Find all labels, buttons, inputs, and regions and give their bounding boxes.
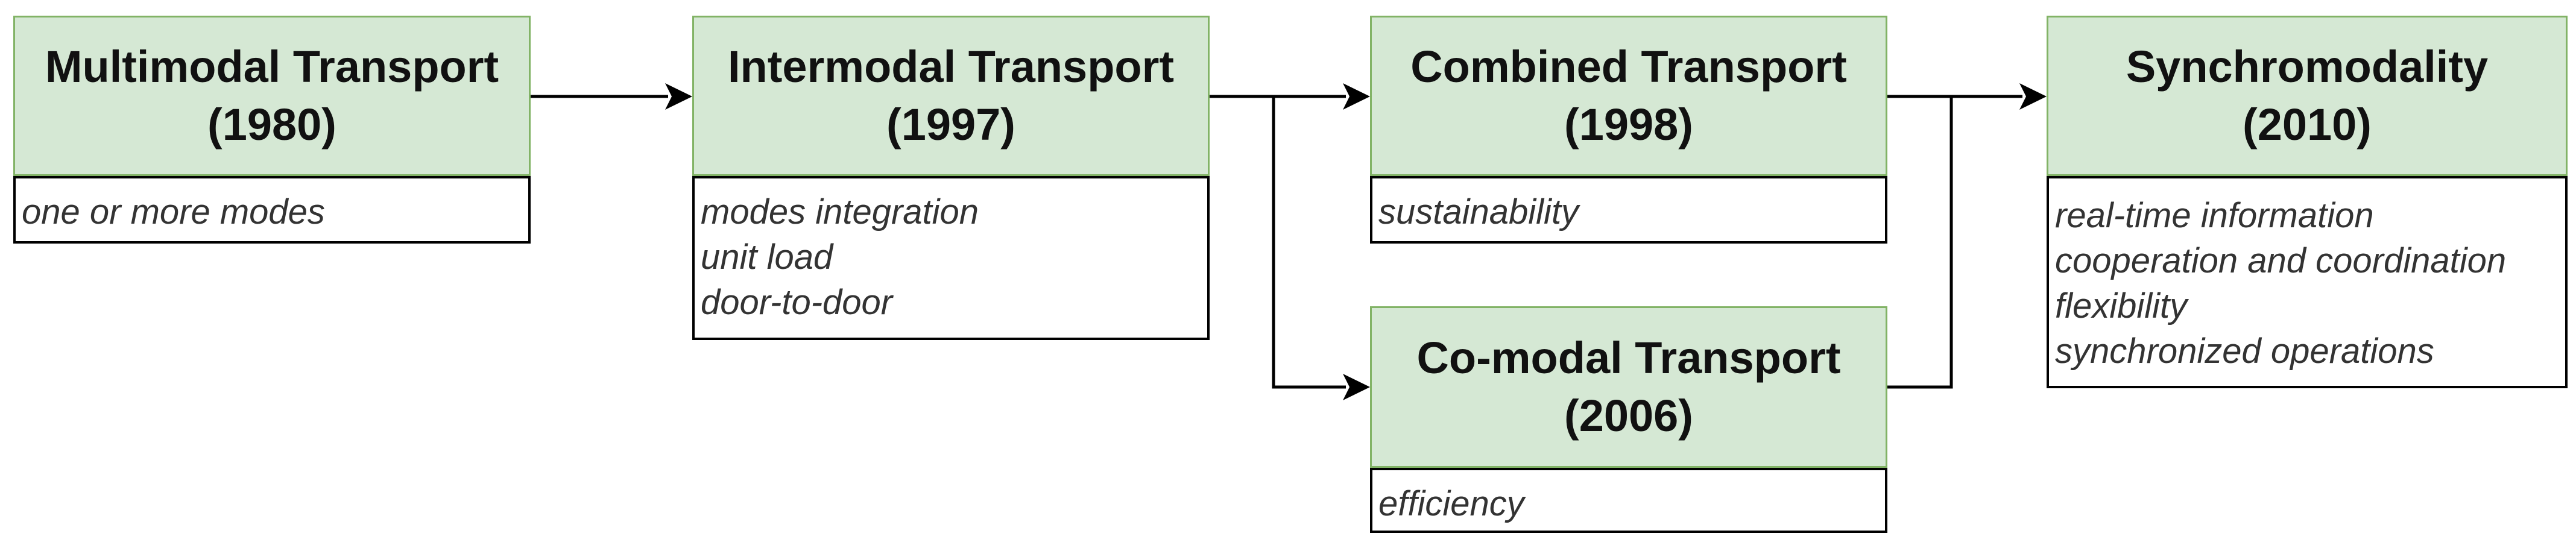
arrowhead-combined xyxy=(1343,83,1370,110)
node-multimodal-attribute: one or more modes xyxy=(22,192,325,232)
node-combined-attribute: sustainability xyxy=(1378,192,1579,232)
edge-intermodal-to-comodal xyxy=(1272,96,1346,389)
node-comodal-attribute: efficiency xyxy=(1378,484,1524,523)
node-comodal-header: Co-modal Transport (2006) xyxy=(1370,306,1887,468)
node-synchromodality[interactable]: Synchromodality (2010) real-time informa… xyxy=(2047,16,2568,388)
node-comodal[interactable]: Co-modal Transport (2006) efficiency xyxy=(1370,306,1887,533)
node-synchromodality-header: Synchromodality (2010) xyxy=(2047,16,2568,176)
node-synchromodality-attribute: real-time information xyxy=(2055,196,2374,235)
edge-comodal-to-synchromodality xyxy=(1887,96,1953,389)
node-multimodal-title: Multimodal Transport xyxy=(45,42,499,92)
node-synchromodality-body: real-time information cooperation and co… xyxy=(2047,176,2568,388)
node-synchromodality-attribute: synchronized operations xyxy=(2055,332,2434,371)
node-comodal-year: (2006) xyxy=(1564,391,1693,441)
node-intermodal[interactable]: Intermodal Transport (1997) modes integr… xyxy=(692,16,1210,340)
arrowhead-synchromodality xyxy=(2019,83,2047,110)
node-intermodal-header: Intermodal Transport (1997) xyxy=(692,16,1210,176)
node-intermodal-body: modes integration unit load door-to-door xyxy=(692,176,1210,340)
node-combined[interactable]: Combined Transport (1998) sustainability xyxy=(1370,16,1887,244)
node-synchromodality-attribute: flexibility xyxy=(2055,286,2188,326)
node-multimodal-body: one or more modes xyxy=(13,176,531,244)
node-intermodal-attribute: modes integration xyxy=(701,192,979,232)
node-intermodal-attribute: door-to-door xyxy=(701,283,893,322)
arrowhead-comodal xyxy=(1343,374,1370,400)
node-intermodal-year: (1997) xyxy=(886,99,1015,150)
node-multimodal-year: (1980) xyxy=(207,99,336,150)
node-multimodal-header: Multimodal Transport (1980) xyxy=(13,16,531,176)
node-combined-header: Combined Transport (1998) xyxy=(1370,16,1887,176)
node-intermodal-title: Intermodal Transport xyxy=(727,42,1175,92)
node-combined-body: sustainability xyxy=(1370,176,1887,244)
arrowhead-intermodal xyxy=(665,83,692,110)
node-multimodal[interactable]: Multimodal Transport (1980) one or more … xyxy=(13,16,531,244)
node-synchromodality-year: (2010) xyxy=(2243,99,2372,150)
node-combined-year: (1998) xyxy=(1564,99,1693,150)
node-comodal-body: efficiency xyxy=(1370,468,1887,533)
node-intermodal-attribute: unit load xyxy=(701,238,833,277)
node-synchromodality-attribute: cooperation and coordination xyxy=(2055,241,2507,280)
node-combined-title: Combined Transport xyxy=(1410,42,1847,92)
node-synchromodality-title: Synchromodality xyxy=(2126,42,2489,92)
node-comodal-title: Co-modal Transport xyxy=(1416,333,1841,383)
